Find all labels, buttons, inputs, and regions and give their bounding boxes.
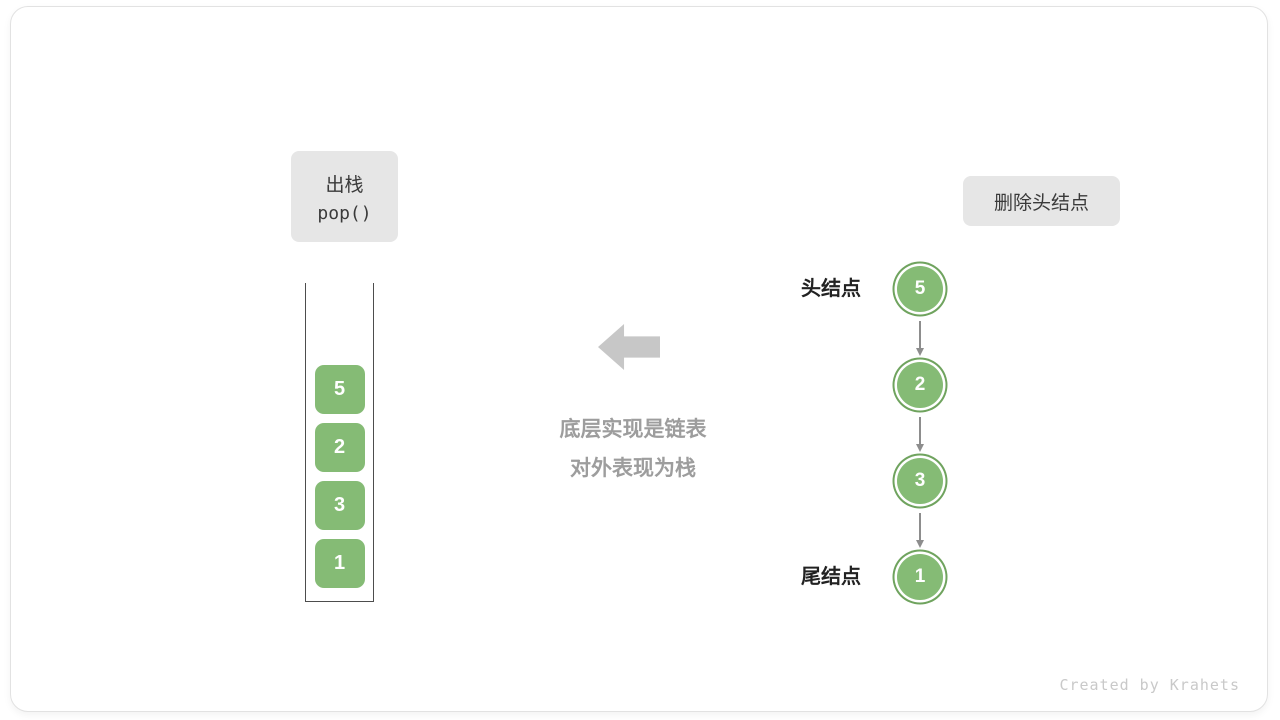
pop-label-text: 出栈 bbox=[325, 174, 364, 196]
stack-item: 2 bbox=[314, 423, 365, 472]
delete-head-label: 删除头结点 bbox=[963, 176, 1120, 226]
list-node: 2 bbox=[897, 362, 943, 408]
down-arrow-icon bbox=[915, 417, 924, 452]
down-arrow-icon bbox=[915, 321, 924, 356]
list-node: 1 bbox=[897, 554, 943, 600]
stack-item: 3 bbox=[314, 481, 365, 530]
watermark-text: Created by Krahets bbox=[1059, 676, 1240, 694]
stack-item: 5 bbox=[314, 365, 365, 414]
caption-text: 底层实现是链表 对外表现为栈 bbox=[490, 410, 776, 488]
pop-label-code: pop() bbox=[317, 202, 372, 224]
head-node-label: 头结点 bbox=[801, 278, 861, 300]
down-arrow-icon bbox=[915, 513, 924, 548]
caption-line-2: 对外表现为栈 bbox=[570, 457, 696, 480]
list-node: 3 bbox=[897, 458, 943, 504]
stack-item: 1 bbox=[314, 539, 365, 588]
caption-line-1: 底层实现是链表 bbox=[559, 418, 707, 441]
pop-operation-label: 出栈 pop() bbox=[291, 151, 398, 242]
tail-node-label: 尾结点 bbox=[801, 566, 861, 588]
list-node: 5 bbox=[897, 266, 943, 312]
figure-card bbox=[10, 6, 1268, 712]
stack-container: 5 2 3 1 bbox=[305, 283, 374, 602]
delete-head-label-text: 删除头结点 bbox=[993, 192, 1089, 214]
